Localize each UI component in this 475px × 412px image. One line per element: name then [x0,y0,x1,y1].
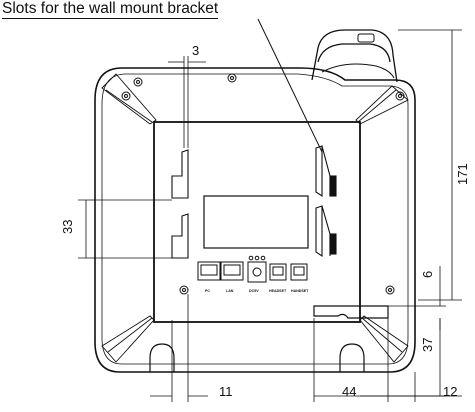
dim-right-offset: 44 [342,384,356,399]
dim-height: 171 [455,163,470,185]
base-feet [149,343,365,372]
dim-left-offset: 11 [219,384,233,399]
dimension-lines [78,29,462,402]
base-inner-rim [101,73,409,365]
port-panel [197,255,308,283]
label-recess [203,195,309,249]
screw-holes [121,73,405,295]
port-label-pc: PC [205,289,210,293]
port-label-headset: HEADSET [269,289,287,293]
hook-tab [313,305,389,319]
title-leader-line [257,18,323,153]
dim-hook-height: 37 [420,338,435,352]
diagram-title: Slots for the wall mount bracket [2,0,219,19]
right-mount-slots [315,145,337,258]
dim-edge-offset: 12 [443,384,457,399]
base-outer-body [94,67,416,373]
handset-cradle [311,29,398,83]
port-labels: PC LAN DC5V HEADSET HANDSET [205,289,309,293]
port-label-power: DC5V [249,289,259,293]
dim-hook-gap: 6 [420,271,435,278]
dim-slot-spacing: 33 [60,220,75,234]
left-mount-slots [171,149,189,259]
dim-slot-width: 3 [192,43,199,58]
port-label-handset: HANDSET [291,289,309,293]
port-label-lan: LAN [226,289,234,293]
corner-ribs [101,73,409,363]
inner-panel [153,121,361,323]
